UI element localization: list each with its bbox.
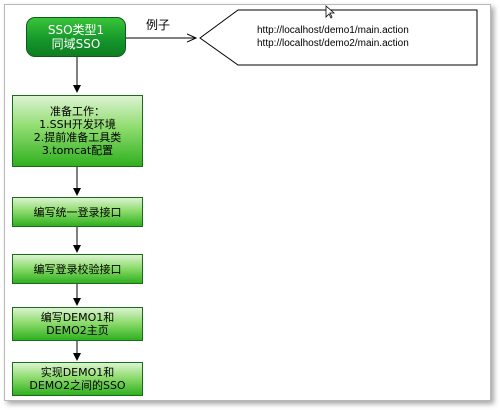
step4-line1: 编写DEMO1和 [40,311,115,324]
step-demo-homepages: 编写DEMO1和 DEMO2主页 [12,307,143,341]
note-url2: http://localhost/demo2/main.action [257,38,409,49]
branch-label: 例子 [146,18,171,32]
step3-label: 编写登录校验接口 [33,262,122,276]
cursor-icon [325,5,336,19]
step1-line2: 1.SSH开发环境 [39,118,116,131]
step5-line1: 实现DEMO1和 [40,366,115,379]
step5-line2: DEMO2之间的SSO [29,379,126,392]
start-node-sso-type1: SSO类型1 同域SSO [26,17,126,57]
start-line1: SSO类型1 [47,23,105,37]
example-note-shape [199,9,478,66]
step4-line2: DEMO2主页 [46,324,109,337]
step1-line1: 准备工作： [50,105,105,118]
step1-line3: 2.提前准备工具类 [33,131,122,144]
start-line2: 同域SSO [51,37,101,51]
step-login-check: 编写登录校验接口 [12,254,143,284]
step1-line4: 3.tomcat配置 [41,144,114,157]
note-url1: http://localhost/demo1/main.action [257,25,409,36]
step-preparation: 准备工作： 1.SSH开发环境 2.提前准备工具类 3.tomcat配置 [12,95,143,167]
step-unified-login: 编写统一登录接口 [12,197,143,227]
step2-label: 编写统一登录接口 [33,205,122,219]
step-implement-sso: 实现DEMO1和 DEMO2之间的SSO [12,362,143,396]
